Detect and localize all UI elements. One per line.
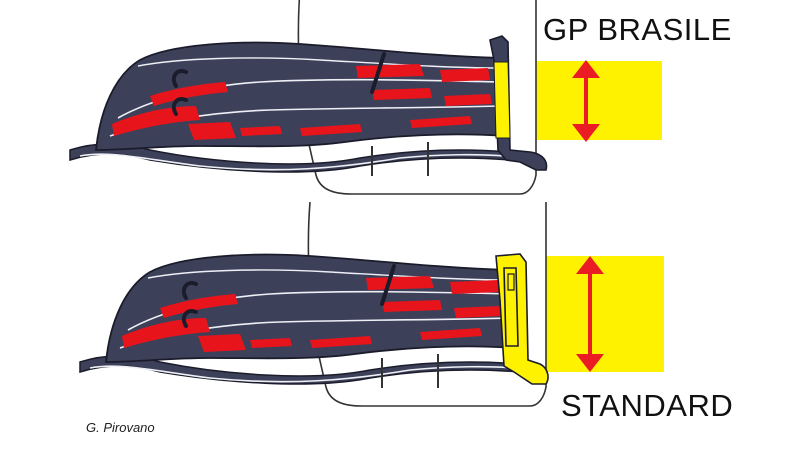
artist-credit: G. Pirovano [86,420,155,435]
wing-standard [78,200,664,408]
variant-label-gp-brasile: GP BRASILE [543,12,732,47]
double-arrow-vertical-icon [572,60,600,142]
variant-label-standard: STANDARD [561,388,734,423]
double-arrow-vertical-icon [576,256,604,372]
endplate-top-slot [493,61,511,139]
wing-gp-brasile [68,0,662,196]
endplate-bottom-inner [503,267,519,347]
